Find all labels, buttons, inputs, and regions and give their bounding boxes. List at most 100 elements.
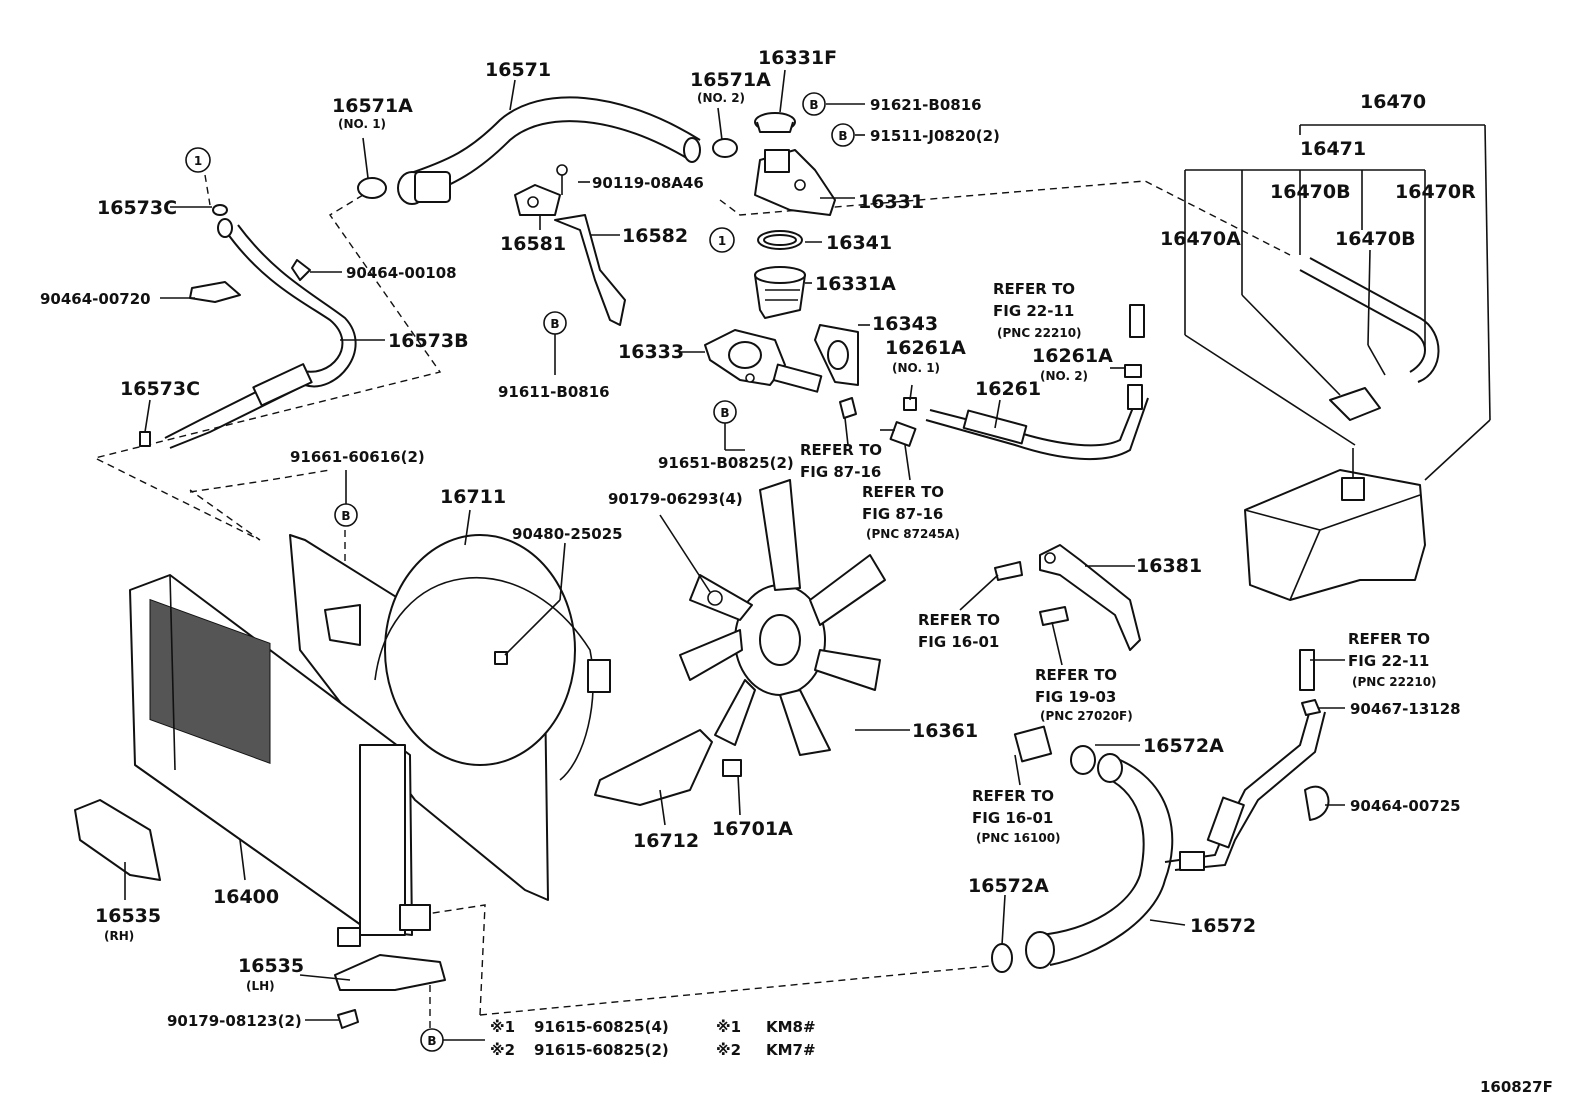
legend-row2-model-mark: ※2 (716, 1041, 741, 1059)
label-16331a: 16331A (815, 273, 896, 295)
svg-text:REFER TO: REFER TO (800, 441, 882, 459)
fan-shield-16712 (594, 729, 713, 806)
label-16333: 16333 (618, 341, 684, 363)
label-16572: 16572 (1190, 915, 1256, 937)
radiator-cap-16331F (754, 112, 796, 133)
refer-fig-19-03: REFER TO FIG 19-03 (PNC 27020F) (1035, 666, 1133, 723)
svg-text:FIG 19-03: FIG 19-03 (1035, 688, 1116, 706)
label-16572a-bot: 16572A (968, 875, 1049, 897)
small-hardware (139, 138, 1330, 1029)
reservoir-tank-16471 (1244, 387, 1426, 601)
svg-text:FIG 87-16: FIG 87-16 (862, 505, 943, 523)
bracket-16582 (554, 214, 626, 326)
svg-text:FIG 22-11: FIG 22-11 (993, 302, 1074, 320)
label-16573c-top: 16573C (97, 197, 177, 219)
fan-16361 (679, 479, 886, 756)
svg-text:FIG 16-01: FIG 16-01 (972, 809, 1053, 827)
legend-row1-mark: ※1 (490, 1018, 515, 1036)
label-90480-25025: 90480-25025 (512, 525, 623, 543)
label-16361: 16361 (912, 720, 978, 742)
svg-text:REFER TO: REFER TO (993, 280, 1075, 298)
legend-row2-part: 91615-60825(2) (534, 1041, 669, 1059)
svg-text:B: B (720, 406, 729, 420)
label-16571: 16571 (485, 59, 551, 81)
label-90464-00108: 90464-00108 (346, 264, 457, 282)
svg-text:1: 1 (718, 234, 726, 248)
label-90179-06293: 90179-06293(4) (608, 490, 743, 508)
svg-text:(PNC 87245A): (PNC 87245A) (866, 527, 960, 541)
label-90119-08a46: 90119-08A46 (592, 174, 704, 192)
svg-text:REFER TO: REFER TO (1348, 630, 1430, 648)
label-16261a-no1-sub: (NO. 1) (892, 361, 940, 375)
svg-text:1: 1 (194, 154, 202, 168)
svg-text:B: B (341, 509, 350, 523)
refer-to-notes: REFER TO FIG 22-11 (PNC 22210) REFER TO … (800, 280, 1437, 845)
gasket-16343 (814, 324, 859, 386)
label-16571a-no2-sub: (NO. 2) (697, 91, 745, 105)
water-inlet-16333 (704, 329, 823, 393)
label-16331f: 16331F (758, 47, 837, 69)
label-16470b-a: 16470B (1270, 181, 1351, 203)
label-16535-lh: 16535 (238, 955, 304, 977)
svg-text:B: B (550, 317, 559, 331)
refer-fig-16-01-a: REFER TO FIG 16-01 (918, 611, 1000, 651)
label-16261a-no2: 16261A (1032, 345, 1113, 367)
callout-1-top: 1 (185, 147, 211, 173)
leader-lines (124, 69, 1491, 1041)
label-16470b-b: 16470B (1335, 228, 1416, 250)
callout-b-91661: B (334, 503, 358, 527)
gasket-16341 (757, 230, 803, 250)
label-16573b: 16573B (388, 330, 469, 352)
label-16581: 16581 (500, 233, 566, 255)
svg-text:REFER TO: REFER TO (1035, 666, 1117, 684)
label-91661-60616: 91661-60616(2) (290, 448, 425, 466)
svg-text:FIG 22-11: FIG 22-11 (1348, 652, 1429, 670)
svg-text:FIG 16-01: FIG 16-01 (918, 633, 999, 651)
callout-b-91511: B (831, 123, 855, 147)
label-16470a: 16470A (1160, 228, 1241, 250)
callout-b-91611: B (543, 311, 567, 335)
label-16711: 16711 (440, 486, 506, 508)
bracket-16581 (514, 184, 561, 216)
label-91511-j0820: 91511-J0820(2) (870, 127, 1000, 145)
refer-fig-87-16-a: REFER TO FIG 87-16 (800, 441, 882, 481)
label-16343: 16343 (872, 313, 938, 335)
legend-row1-model-mark: ※1 (716, 1018, 741, 1036)
fan-shroud-16711 (289, 534, 611, 901)
svg-text:(PNC 22210): (PNC 22210) (997, 326, 1082, 340)
label-16582: 16582 (622, 225, 688, 247)
svg-text:(PNC 27020F): (PNC 27020F) (1040, 709, 1133, 723)
label-16470r: 16470R (1395, 181, 1476, 203)
label-16261a-no2-sub: (NO. 2) (1040, 369, 1088, 383)
water-outlet-16331 (754, 149, 836, 216)
svg-text:FIG 87-16: FIG 87-16 (800, 463, 881, 481)
label-16535-rh-sub: (RH) (104, 929, 134, 943)
label-16573c-bot: 16573C (120, 378, 200, 400)
label-90464-00720: 90464-00720 (40, 290, 151, 308)
figure-code: 160827F (1480, 1078, 1553, 1096)
label-16535-rh: 16535 (95, 905, 161, 927)
legend-row1-part: 91615-60825(4) (534, 1018, 669, 1036)
callout-b-91621: B (802, 92, 826, 116)
label-16471: 16471 (1300, 138, 1366, 160)
refer-fig-16-01-b: REFER TO FIG 16-01 (PNC 16100) (972, 787, 1061, 845)
label-16261a-no1: 16261A (885, 337, 966, 359)
svg-text:B: B (838, 129, 847, 143)
label-16341: 16341 (826, 232, 892, 254)
label-91651-b0825: 91651-B0825(2) (658, 454, 794, 472)
label-16571a-no1-sub: (NO. 1) (338, 117, 386, 131)
label-16331: 16331 (858, 191, 924, 213)
upper-radiator-hose (397, 96, 701, 205)
callout-1-mid: 1 (709, 227, 735, 253)
label-16470: 16470 (1360, 91, 1426, 113)
svg-text:B: B (809, 98, 818, 112)
label-90467-13128: 90467-13128 (1350, 700, 1461, 718)
svg-text:REFER TO: REFER TO (972, 787, 1054, 805)
label-91621-b0816: 91621-B0816 (870, 96, 982, 114)
label-16712: 16712 (633, 830, 699, 852)
part-labels: 16571 16571A (NO. 1) 16571A (NO. 2) 1633… (40, 47, 1476, 1030)
svg-text:(PNC 16100): (PNC 16100) (976, 831, 1061, 845)
label-16571a-no1: 16571A (332, 95, 413, 117)
